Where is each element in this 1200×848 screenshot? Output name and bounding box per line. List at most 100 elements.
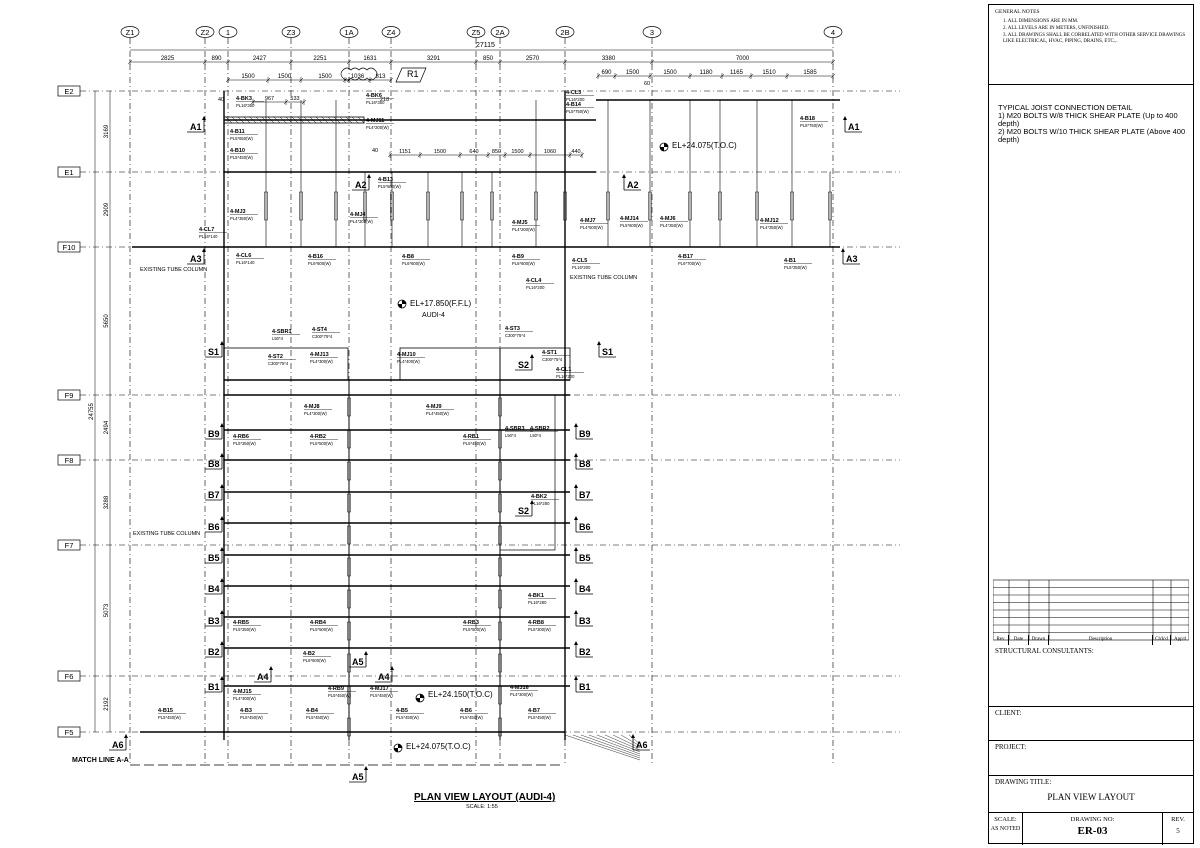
rev-value: 5	[1176, 827, 1180, 835]
joist-detail-title: TYPICAL JOIST CONNECTION DETAIL	[998, 103, 1133, 112]
svg-text:A6: A6	[112, 740, 124, 750]
section-marker: B6	[205, 516, 224, 533]
svg-text:4-B11: 4-B11	[230, 129, 245, 135]
overall-dimension: 27115	[476, 42, 495, 49]
section-marker: B5	[205, 547, 224, 564]
svg-text:PL5*500(W): PL5*500(W)	[463, 627, 486, 632]
structural-consultants-label: STRUCTURAL CONSULTANTS:	[995, 647, 1094, 655]
level-toc-bottom: EL+24.150(T.O.C)	[428, 690, 493, 699]
section-marker: B4	[574, 578, 593, 595]
svg-text:PL5*500(W): PL5*500(W)	[310, 441, 333, 446]
consultants-section: STRUCTURAL CONSULTANTS:	[989, 645, 1193, 707]
scale-cell: SCALE: AS NOTED	[989, 813, 1023, 845]
dimension-text: 2494	[104, 420, 110, 434]
svg-text:L50*4: L50*4	[272, 336, 284, 341]
svg-text:PL16*350: PL16*350	[366, 100, 385, 105]
svg-text:A4: A4	[257, 672, 269, 682]
grid-col-label: 3	[650, 28, 654, 37]
plan-title: PLAN VIEW LAYOUT (AUDI-4)	[414, 792, 555, 803]
svg-text:PL4*300(W): PL4*300(W)	[233, 696, 256, 701]
scale-value: AS NOTED	[990, 826, 1021, 832]
svg-text:4-B18: 4-B18	[800, 116, 815, 122]
section-marker: B3	[574, 610, 593, 627]
dimension-text: 2570	[526, 56, 540, 62]
svg-text:PL5*500(W): PL5*500(W)	[378, 184, 401, 189]
title-block: GENERAL NOTES 1. ALL DIMENSIONS ARE IN M…	[988, 4, 1194, 845]
section-marker: B5	[574, 547, 593, 564]
svg-text:A1: A1	[190, 122, 202, 132]
svg-text:A2: A2	[355, 180, 367, 190]
svg-text:S1: S1	[602, 347, 613, 357]
svg-text:PL16*200: PL16*200	[556, 374, 575, 379]
svg-text:B3: B3	[208, 616, 220, 626]
joist-detail-line-2: 2) M20 BOLTS W/10 THICK SHEAR PLATE (Abo…	[998, 127, 1186, 144]
grid-col-label: Z1	[126, 28, 135, 37]
revision-tag: R1	[407, 69, 419, 79]
section-marker: B1	[574, 676, 593, 693]
grid-row-label: E2	[64, 87, 73, 96]
svg-text:A3: A3	[190, 254, 202, 264]
dimension-text: 5650	[104, 314, 110, 328]
svg-text:B9: B9	[579, 429, 591, 439]
grid-col-bubble	[339, 26, 359, 38]
svg-text:PL4*200(W): PL4*200(W)	[512, 227, 535, 232]
dimension-text: 850	[483, 56, 494, 62]
revision-table-grid	[993, 579, 1189, 641]
svg-text:A3: A3	[846, 254, 858, 264]
svg-text:PL4*500(W): PL4*500(W)	[580, 225, 603, 230]
dimension-text: 3291	[427, 56, 441, 62]
client-label: CLIENT:	[995, 709, 1022, 717]
svg-text:4-B10: 4-B10	[230, 148, 245, 154]
svg-text:4-B13: 4-B13	[378, 177, 393, 183]
rev-col-header: Rev	[993, 635, 1009, 645]
svg-text:PL5*350(W): PL5*350(W)	[233, 441, 256, 446]
svg-text:L50*4: L50*4	[505, 433, 517, 438]
dimension-text: 2825	[161, 56, 175, 62]
dimension-text: 690	[601, 70, 612, 76]
checked-col-header: Ch'k'd	[1153, 635, 1171, 645]
section-marker: S2	[515, 500, 534, 517]
svg-text:C300*75*4: C300*75*4	[268, 361, 289, 366]
svg-text:4-SBR1: 4-SBR1	[272, 329, 292, 335]
svg-text:4-MJ4: 4-MJ4	[350, 212, 367, 218]
dimension-text: 1631	[363, 56, 377, 62]
grid-col-bubble	[490, 26, 510, 38]
dimension-text: 1500	[318, 74, 332, 80]
svg-text:PL6*600(W): PL6*600(W)	[402, 261, 425, 266]
grid-col-label: Z3	[287, 28, 296, 37]
dimension-text: 440	[571, 149, 580, 155]
grid-row-bubble	[57, 166, 81, 178]
dimension-text: 1510	[762, 70, 776, 76]
svg-text:PL4*350(W): PL4*350(W)	[230, 216, 253, 221]
dimension-text: 7000	[736, 56, 750, 62]
section-marker: A2	[352, 174, 371, 191]
dimension-text: 1180	[700, 70, 714, 76]
svg-text:4-RB2: 4-RB2	[310, 434, 326, 440]
svg-text:4-RB6: 4-RB6	[233, 434, 249, 440]
svg-text:PL5*300(W): PL5*300(W)	[528, 627, 551, 632]
grid-row-label: F8	[65, 456, 74, 465]
drawn-col-header: Drawn	[1029, 635, 1049, 645]
svg-text:4-B1: 4-B1	[784, 258, 796, 264]
svg-text:PL5*450(W): PL5*450(W)	[396, 715, 419, 720]
svg-text:4-B7: 4-B7	[528, 708, 540, 714]
svg-text:L50*4: L50*4	[530, 433, 542, 438]
svg-text:PL4*300(W): PL4*300(W)	[510, 692, 533, 697]
